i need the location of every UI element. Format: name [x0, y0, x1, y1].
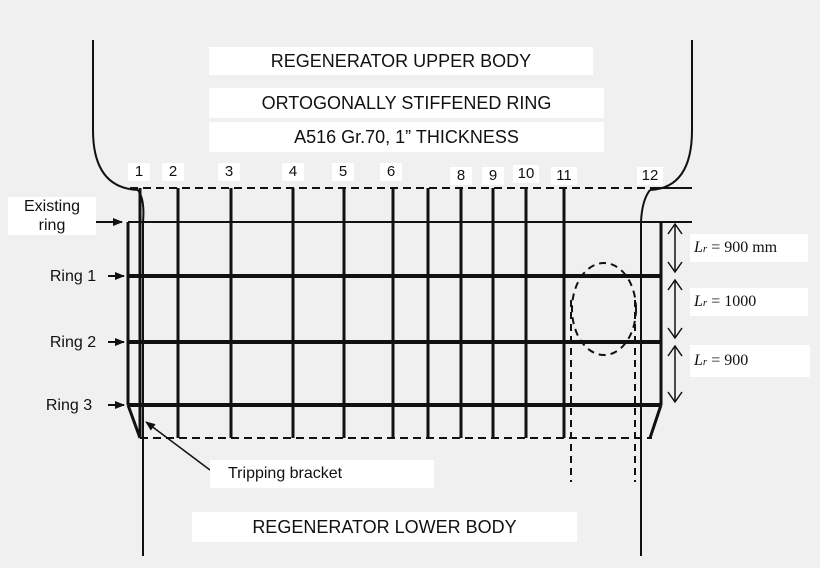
tripping-bracket-label: Tripping bracket — [210, 460, 434, 488]
spacing-subscript: r — [702, 356, 708, 368]
stiffener-number: 5 — [332, 163, 354, 181]
dimension-arrows — [667, 222, 683, 404]
spacing-value: = 1000 — [707, 293, 757, 310]
material-title: A516 Gr.70, 1” THICKNESS — [209, 122, 604, 152]
upper-shell-left — [92, 40, 139, 191]
spacing-subscript: r — [702, 297, 708, 309]
ring-type-title: ORTOGONALLY STIFFENED RING — [209, 88, 604, 118]
existing-ring-label: Existing ring — [8, 197, 96, 236]
stiffener-number: 4 — [282, 163, 304, 181]
opening-ellipse — [571, 262, 637, 356]
ring2-label: Ring 2 — [49, 334, 97, 351]
stiffener-number: 11 — [551, 167, 577, 185]
lower-body-title: REGENERATOR LOWER BODY — [192, 512, 577, 542]
ring1-label: Ring 1 — [49, 268, 97, 285]
stiffener-number: 1 — [128, 163, 150, 181]
existing-ring-label-line2: ring — [38, 217, 66, 235]
existing-ring-label-line1: Existing — [23, 198, 81, 215]
spacing-symbol: L — [694, 239, 703, 256]
stiffener-number: 12 — [637, 167, 663, 185]
spacing-symbol: L — [694, 293, 703, 310]
spacing-subscript: r — [702, 243, 708, 255]
stiffener-number: 9 — [482, 167, 504, 185]
stiffener-number: 8 — [450, 167, 472, 185]
stiffener-number: 6 — [380, 163, 402, 181]
spacing-label-3: Lr = 900 — [690, 345, 810, 377]
spacing-symbol: L — [694, 352, 703, 369]
shell-transition-right — [640, 189, 651, 223]
stiffener-number: 3 — [218, 163, 240, 181]
spacing-value: = 900 — [707, 352, 749, 369]
tripping-bracket-left — [126, 404, 142, 439]
spacing-value: = 900 mm — [707, 239, 778, 256]
ring3-label: Ring 3 — [45, 397, 93, 414]
stiffener-number: 2 — [162, 163, 184, 181]
spacing-label-1: Lr = 900 mm — [690, 234, 808, 262]
spacing-label-2: Lr = 1000 — [690, 288, 808, 316]
tripping-bracket-right — [648, 404, 663, 439]
upper-body-title: REGENERATOR UPPER BODY — [209, 47, 593, 75]
tripping-bracket-pointer — [145, 421, 211, 471]
stiffener-number: 10 — [513, 165, 539, 183]
